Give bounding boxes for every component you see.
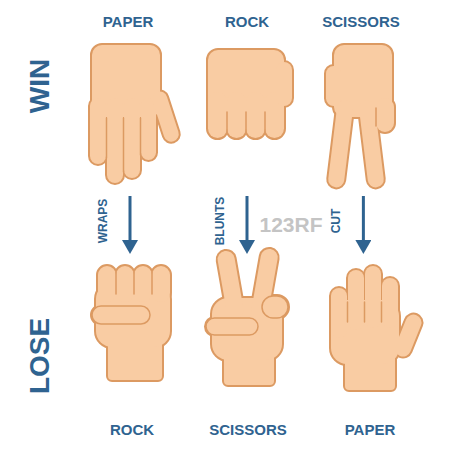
action-label-holder: WRAPS	[97, 199, 109, 244]
finger-lines	[92, 272, 152, 324]
hand-figure: SCISSORS	[200, 254, 296, 440]
beats-arrow	[362, 196, 365, 248]
finger-lines	[107, 118, 141, 172]
finger-lines	[375, 108, 377, 126]
hand-skin	[331, 266, 424, 390]
hand-label: PAPER	[345, 422, 396, 439]
hand-outline	[326, 45, 394, 188]
hand-skin	[206, 248, 288, 385]
action-label: CUT	[330, 209, 342, 234]
hand-outline	[331, 266, 424, 390]
hand-label: ROCK	[110, 422, 154, 439]
hand-figure: ROCK	[200, 12, 294, 196]
hand-figure: ROCK	[84, 254, 180, 440]
hand-label: PAPER	[103, 14, 154, 31]
watermark-holder: 123RF	[260, 214, 323, 235]
hand-figure: SCISSORS	[317, 12, 405, 196]
hand-label: ROCK	[225, 14, 269, 31]
finger-lines	[227, 112, 265, 132]
hand-figure: PAPER	[80, 12, 176, 196]
action-label-holder: BLUNTS	[214, 197, 226, 246]
hand-skin	[326, 45, 394, 188]
hand-skin	[208, 50, 292, 138]
beats-arrow	[129, 196, 132, 248]
hand-figure: PAPER	[322, 254, 418, 440]
action-label-holder: CUT	[330, 209, 342, 234]
row-heading-holder: LOSE	[26, 318, 54, 394]
action-label: BLUNTS	[214, 197, 226, 246]
hand-outline	[206, 248, 288, 385]
beats-arrow	[246, 196, 249, 248]
row-heading: LOSE	[26, 318, 54, 394]
hand-outline	[92, 266, 170, 380]
hand-outline	[90, 45, 181, 183]
finger-lines	[348, 302, 382, 322]
row-heading-holder: WIN	[26, 59, 54, 113]
action-label: WRAPS	[97, 199, 109, 244]
hand-outline	[208, 50, 292, 138]
hand-skin	[90, 45, 181, 183]
hand-skin	[92, 266, 170, 380]
hand-label: SCISSORS	[322, 14, 400, 31]
hand-label: SCISSORS	[209, 422, 287, 439]
finger-lines	[206, 296, 288, 335]
row-heading: WIN	[26, 59, 54, 113]
watermark: 123RF	[260, 214, 323, 235]
